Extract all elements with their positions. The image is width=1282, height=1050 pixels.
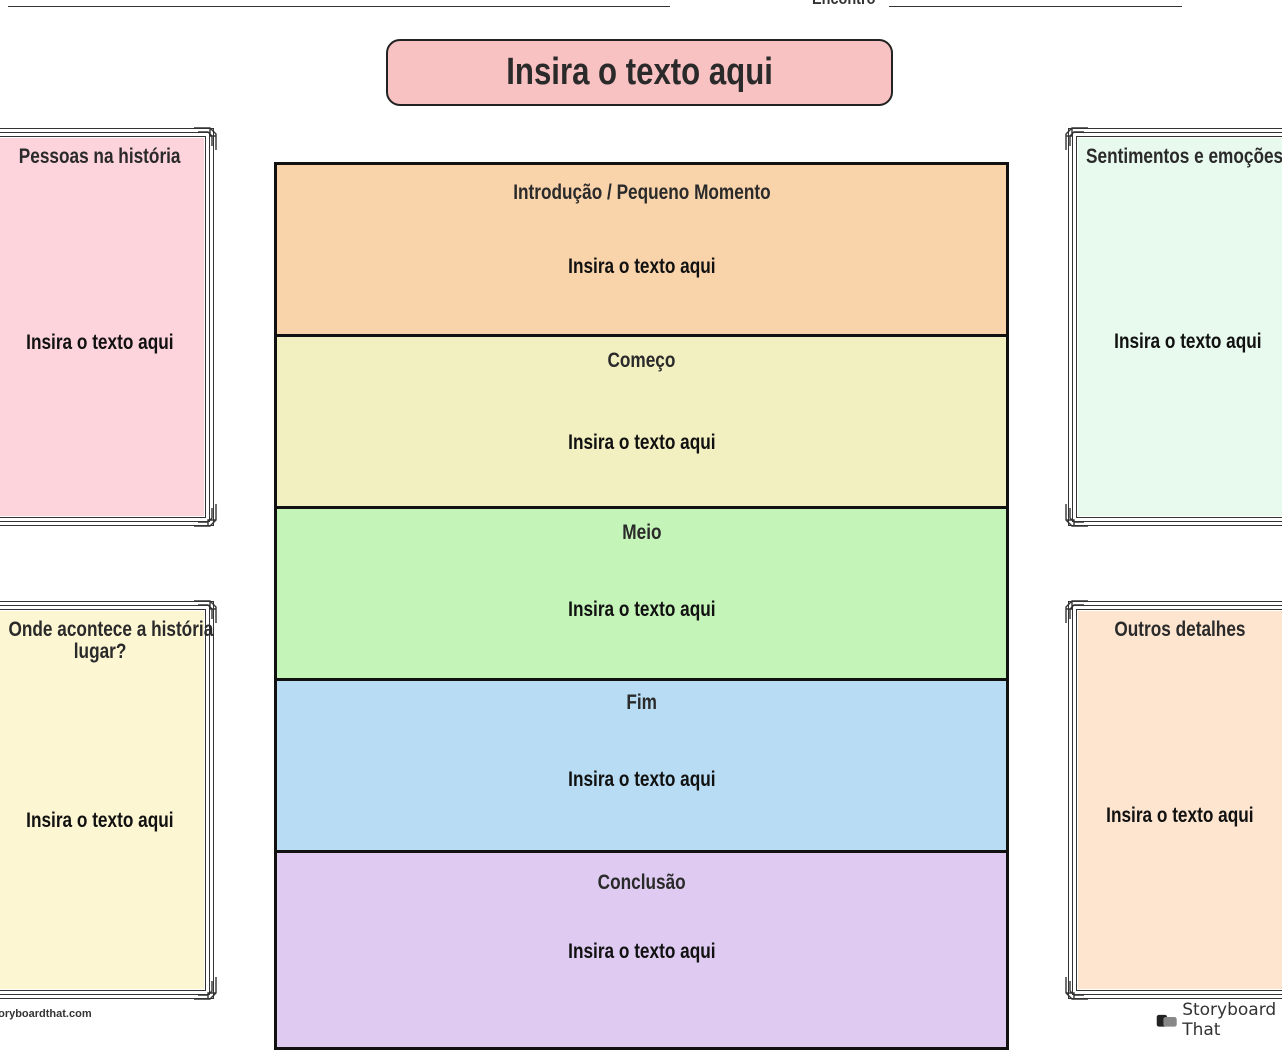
panel-text: Insira o texto aqui [26,809,174,832]
ornament-corner-icon [1065,977,1088,1000]
section-text: Insira o texto aqui [567,598,716,621]
panel-frame [1072,605,1282,995]
ornament-corner-icon [1065,127,1088,150]
panel-frame [0,128,214,526]
section-title: Conclusão [597,871,686,894]
section-text: Insira o texto aqui [567,431,716,454]
section-beginning[interactable]: Começo Insira o texto aqui [274,334,1009,509]
storyboard-logo-icon [1156,1014,1177,1027]
panel-text: Insira o texto aqui [26,331,174,354]
panel-frame [1076,136,1282,518]
panel-frame [1076,609,1282,991]
page-title: Insira o texto aqui [506,51,773,93]
panel-frame [0,136,206,518]
panel-fill [0,138,204,516]
section-conclusion[interactable]: Conclusão Insira o texto aqui [274,850,1009,1050]
panel-fill [1078,611,1282,989]
name-line [8,6,670,7]
section-introduction[interactable]: Introdução / Pequeno Momento Insira o te… [274,162,1009,337]
panel-fill [1078,138,1282,516]
panel-fill [0,611,204,989]
panel-title: Sentimentos e emoções [1086,145,1282,168]
panel-frame [1068,601,1282,999]
panel-setting[interactable]: Onde acontece a história lugar? Insira o… [0,600,217,1000]
title-box[interactable]: Insira o texto aqui [386,39,893,106]
section-title: Meio [621,521,662,544]
section-title: Introdução / Pequeno Momento [512,181,771,204]
encontro-label: Encontro [812,0,875,8]
panel-text: Insira o texto aqui [1106,804,1254,827]
panel-title: Pessoas na história [19,145,181,168]
panel-title: Outros detalhes [1114,618,1246,641]
section-middle[interactable]: Meio Insira o texto aqui [274,506,1009,681]
panel-frame [0,601,214,999]
brand-logo: Storyboard That [1156,1000,1282,1040]
panel-frame [0,605,210,995]
brand-name: Storyboard That [1182,1000,1277,1040]
ornament-corner-icon [194,977,217,1000]
story-sections: Introdução / Pequeno Momento Insira o te… [274,162,1009,1050]
panel-feelings[interactable]: Sentimentos e emoções Insira o texto aqu… [1065,127,1282,527]
panel-frame [0,609,206,991]
section-text: Insira o texto aqui [567,255,716,278]
section-end[interactable]: Fim Insira o texto aqui [274,678,1009,853]
section-title: Começo [607,349,676,372]
ornament-corner-icon [1065,504,1088,527]
panel-frame [0,132,210,522]
ornament-corner-icon [1065,600,1088,623]
panel-people[interactable]: Pessoas na história Insira o texto aqui [0,127,217,527]
section-text: Insira o texto aqui [567,768,716,791]
ornament-corner-icon [194,127,217,150]
ornament-corner-icon [194,600,217,623]
footer-url: www.storyboardthat.com [0,1008,92,1020]
panel-text: Insira o texto aqui [1114,330,1262,353]
panel-frame [1072,132,1282,522]
section-text: Insira o texto aqui [567,940,716,963]
panel-frame [1068,128,1282,526]
encontro-line [889,6,1182,7]
panel-title: Onde acontece a história lugar? [8,618,214,663]
ornament-corner-icon [194,504,217,527]
panel-other-details[interactable]: Outros detalhes Insira o texto aqui [1065,600,1282,1000]
section-title: Fim [626,691,657,714]
